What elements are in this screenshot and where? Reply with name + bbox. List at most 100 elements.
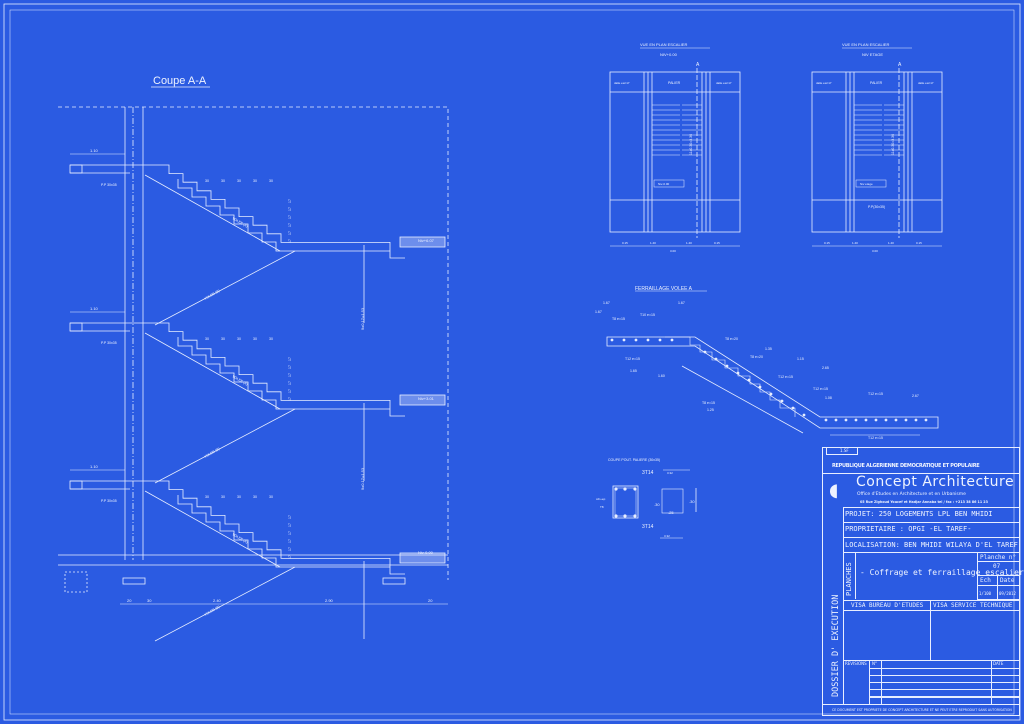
rebar <box>747 378 751 382</box>
rebar <box>725 364 729 368</box>
upper-flight-steps <box>155 480 405 575</box>
divider <box>930 600 931 660</box>
length-label: 1.67 <box>603 301 610 305</box>
bottom-bar <box>681 365 804 434</box>
upper-flight-soffit <box>144 174 281 252</box>
visa-be-label: VISA BUREAU D'ETUDES <box>851 602 924 609</box>
height-dim: 9x0.17=1.53 <box>360 467 365 490</box>
localisation-label: LOCALISATION: BEN MHIDI WILAYA D'EL TARE… <box>845 541 1018 549</box>
rebar <box>824 418 828 422</box>
divider <box>822 473 1020 474</box>
bar-length: 3.32 <box>667 471 673 475</box>
rebar <box>758 385 762 389</box>
bar-label: T12 e=15 <box>868 392 883 396</box>
riser-dim: 17 <box>288 389 292 393</box>
rebar <box>914 418 918 422</box>
divider <box>843 660 1020 661</box>
firm-subtitle: Office d'Etudes en Architecture et en Ur… <box>857 492 966 497</box>
section-title: Coupe A-A <box>153 75 207 87</box>
beam-label: P.P 30x35 <box>101 183 117 187</box>
tread-dim: 30 <box>269 337 273 341</box>
stirrup-bar: T8 <box>600 505 604 509</box>
lower-flight-steps <box>177 495 295 568</box>
rebar <box>736 371 740 375</box>
bottom-dim: 20 <box>127 598 132 603</box>
rebar <box>658 338 662 342</box>
dalle-label: dalle ea=17 <box>918 81 934 85</box>
landing-slab-hatch <box>399 236 446 248</box>
divider <box>843 507 1020 508</box>
bottom-dim: 2.90 <box>325 598 334 603</box>
upper-flight-soffit <box>144 490 281 568</box>
flight-label: VOLEE (B) <box>204 289 221 301</box>
planches-label: PLANCHES <box>845 562 853 596</box>
level-label: Niv-0.00 <box>658 182 670 186</box>
rebar <box>670 338 674 342</box>
riser-dim: 17 <box>288 207 292 211</box>
riser-dim: 17 <box>288 531 292 535</box>
riser-dim: 17 <box>288 381 292 385</box>
bar-shape <box>660 469 690 539</box>
tread-dim: 30 <box>253 179 257 183</box>
footer-notice: CE DOCUMENT EST PROPRIETE DE CONCEPT ARC… <box>832 708 1012 712</box>
beam-label: P.P 30x35 <box>101 341 117 345</box>
tread-dim: 30 <box>237 495 241 499</box>
bar-label: T12 e=15 <box>868 436 883 440</box>
slab-dim: 1.10 <box>90 306 99 311</box>
riser-dim: 17 <box>288 515 292 519</box>
slab-outline <box>606 336 939 429</box>
rebar <box>834 418 838 422</box>
length-label: 1.60 <box>658 374 665 378</box>
rebar <box>884 418 888 422</box>
dossier-label: DOSSIER D' EXECUTION <box>831 594 841 697</box>
proprietaire-label: PROPRIETAIRE : OPGI -EL TAREF- <box>845 525 972 533</box>
stirrup-height: .30 <box>654 502 660 507</box>
beam-label: P.P(30x35) <box>868 205 885 209</box>
lower-flight-soffit <box>154 408 296 484</box>
riser-dim: 17 <box>288 397 292 401</box>
riser-dim: 17 <box>288 223 292 227</box>
steps-label: 11x0.30=3.30 <box>891 134 895 155</box>
tab-label: 1.SF <box>840 448 849 453</box>
plan-dim: 0.15 <box>916 241 922 245</box>
divider <box>997 575 998 600</box>
slab-dim: 1.10 <box>90 148 99 153</box>
riser-dim: 17 <box>288 215 292 219</box>
length-label: 1.67 <box>678 301 685 305</box>
bar-label: T8 e=20 <box>750 355 763 359</box>
plan-dim: 1.40 <box>650 241 656 245</box>
beam-cross-section <box>612 485 639 519</box>
plan-outline <box>811 71 943 233</box>
date-value: 09/2012 <box>999 591 1016 596</box>
rebar <box>714 357 718 361</box>
length-label: 1.08 <box>825 396 832 400</box>
plan-dim: 1.40 <box>888 241 894 245</box>
slab-edge <box>69 164 83 174</box>
level-box <box>653 179 685 188</box>
stirrup-shape <box>661 488 684 514</box>
rebar <box>854 418 858 422</box>
divider <box>977 561 1020 562</box>
rebar <box>634 338 638 342</box>
slab-edge <box>69 480 83 490</box>
bar-label: T12 e=15 <box>813 387 828 391</box>
planche-no: 07 <box>993 563 1001 570</box>
tread-dim: 30 <box>253 337 257 341</box>
revisions-label: REVISIONS <box>845 661 867 666</box>
ech-label: Ech <box>980 577 991 584</box>
slab <box>70 164 155 174</box>
riser-dim: 17 <box>288 547 292 551</box>
revision-date-label: DATE <box>993 661 1004 666</box>
ech-value: 1/100 <box>979 591 992 596</box>
tread-dim: 30 <box>269 179 273 183</box>
ferraillage-volee-a: FERRAILLAGE VOLEE A T8 e=15 T10 e=15 T12… <box>595 286 939 440</box>
plan-total-dim: 3.00 <box>670 249 676 253</box>
visa-st-label: VISA SERVICE TECHNIQUE <box>933 602 1013 609</box>
beam-label: P.P 30x35 <box>101 499 117 503</box>
steps-outline <box>665 336 796 417</box>
slab-edge <box>69 322 83 332</box>
level-label: Niv etage <box>860 182 873 186</box>
